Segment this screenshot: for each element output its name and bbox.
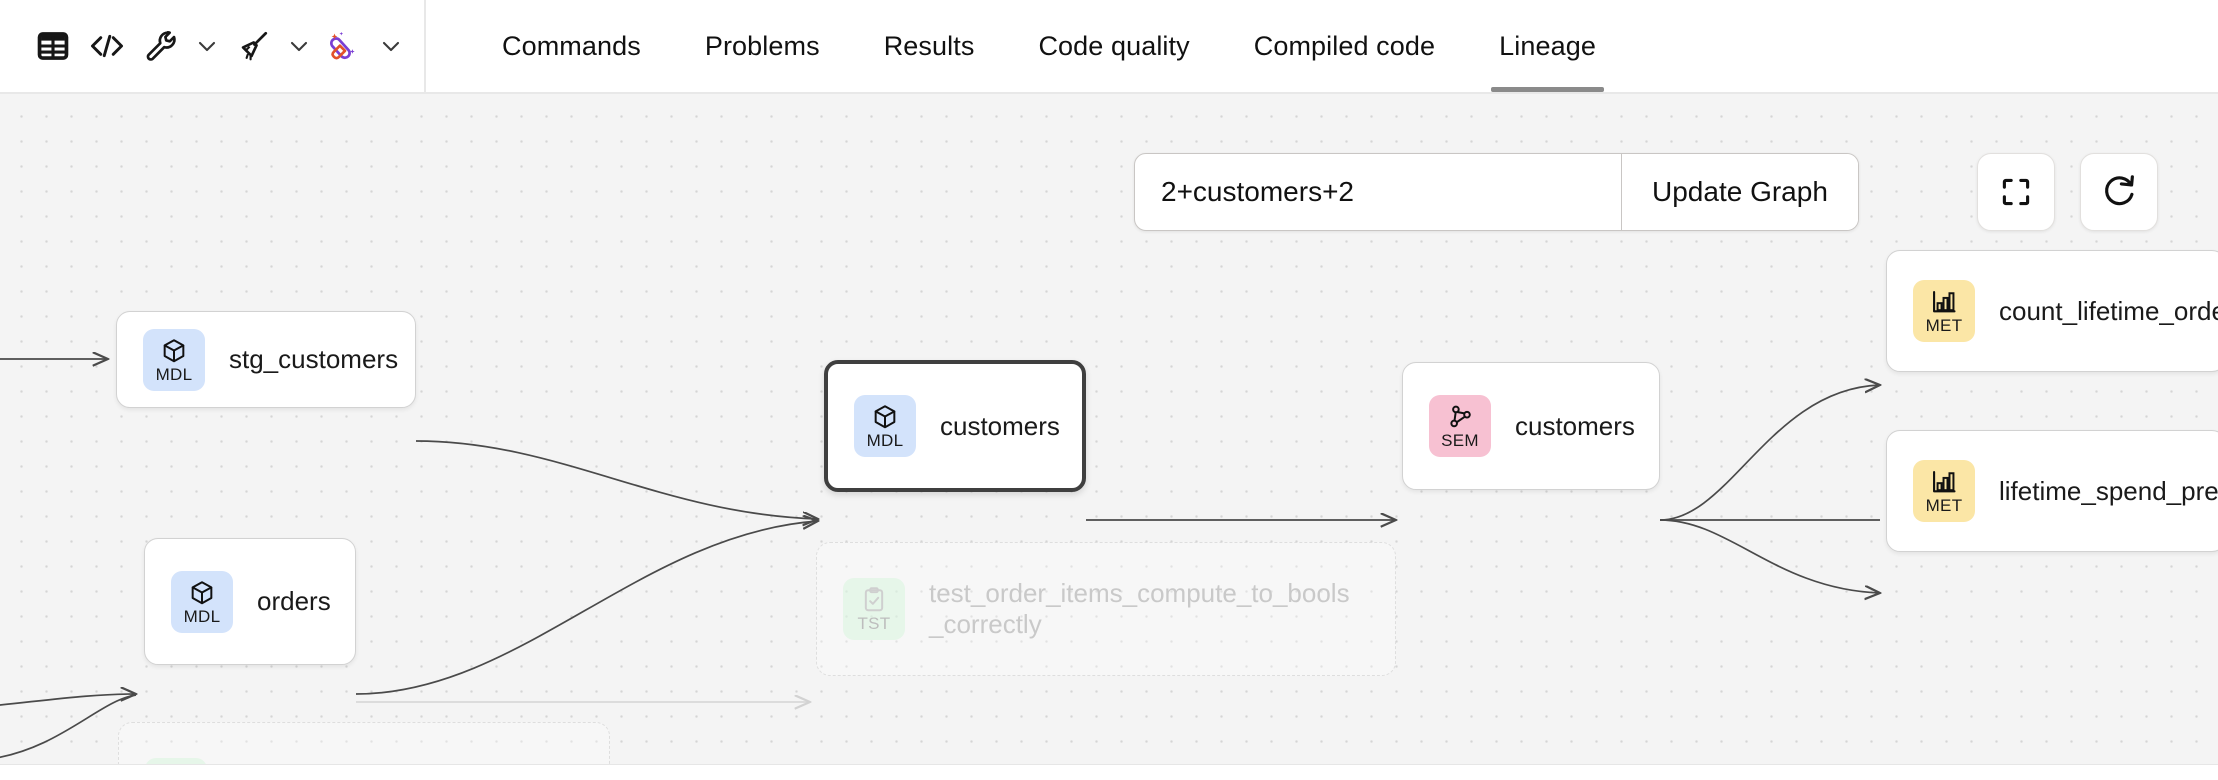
ai-assist-menu[interactable] [318, 19, 410, 73]
mdl-badge: MDL [854, 395, 916, 457]
lineage-node-customers-semantic[interactable]: SEM customers [1402, 362, 1660, 490]
tab-results[interactable]: Results [852, 0, 1007, 92]
mdl-badge: MDL [143, 328, 205, 391]
lineage-node-test-partial[interactable]: TST [118, 722, 610, 764]
chevron-down-icon[interactable] [372, 19, 410, 73]
top-toolbar: Commands Problems Results Code quality C… [0, 0, 2218, 94]
edge-stg-customers-to-customers [415, 440, 818, 519]
refresh-icon [2105, 175, 2134, 206]
badge-type-label: TST [857, 614, 891, 633]
tab-bar: Commands Problems Results Code quality C… [426, 0, 1628, 92]
magic-wand-icon[interactable] [318, 19, 372, 73]
met-badge: MET [1913, 280, 1975, 342]
lineage-node-stg-customers[interactable]: MDL stg_customers [116, 311, 416, 408]
badge-type-label: MET [1925, 496, 1963, 515]
tools-menu[interactable] [134, 19, 226, 73]
tab-commands[interactable]: Commands [470, 0, 673, 92]
tab-label: Problems [704, 30, 820, 61]
edge-sem-to-lifetime-spend [1659, 519, 1880, 593]
badge-type-label: SEM [1441, 431, 1479, 450]
code-icon[interactable] [80, 19, 134, 73]
node-label: customers [940, 410, 1060, 441]
tab-label: Code quality [1038, 30, 1190, 61]
edge-orders-to-customers [355, 521, 818, 695]
tab-compiled-code[interactable]: Compiled code [1222, 0, 1467, 92]
chevron-down-icon[interactable] [280, 19, 318, 73]
badge-type-label: MET [1925, 316, 1963, 335]
tab-problems[interactable]: Problems [673, 0, 852, 92]
node-label: stg_customers [229, 344, 399, 374]
lineage-node-lifetime-spend-pretax[interactable]: MET lifetime_spend_preta [1886, 430, 2218, 552]
update-graph-button[interactable]: Update Graph [1621, 154, 1858, 230]
graph-search-bar: Update Graph [1134, 153, 1859, 231]
badge-type-label: MDL [155, 364, 193, 384]
tab-label: Lineage [1499, 30, 1596, 61]
tst-badge: TST [843, 578, 905, 640]
lineage-node-test-order-items[interactable]: TST test_order_items_compute_to_bools _c… [816, 542, 1396, 676]
node-label: lifetime_spend_preta [1999, 475, 2218, 506]
tab-code-quality[interactable]: Code quality [1006, 0, 1221, 92]
lineage-node-orders[interactable]: MDL orders [144, 538, 356, 665]
tab-label: Compiled code [1253, 30, 1436, 61]
lineage-node-count-lifetime-orders[interactable]: MET count_lifetime_order [1886, 250, 2218, 372]
lineage-node-customers-model[interactable]: MDL customers [824, 360, 1086, 492]
badge-type-label: MDL [866, 431, 904, 450]
fit-view-icon [2002, 178, 2030, 206]
node-label: orders [257, 586, 331, 616]
edge-in-orders-b [0, 694, 137, 759]
met-badge: MET [1913, 460, 1975, 522]
broom-icon[interactable] [226, 19, 280, 73]
tab-label: Results [883, 30, 975, 61]
tst-badge: TST [145, 758, 207, 764]
graph-search-input[interactable] [1135, 154, 1621, 230]
node-label: customers [1515, 410, 1635, 441]
table-icon[interactable] [26, 19, 80, 73]
editor-tool-group [0, 0, 426, 92]
bottom-strip [0, 764, 2218, 780]
tab-label: Commands [502, 30, 641, 61]
tab-underline [1491, 87, 1604, 92]
node-label: count_lifetime_order [1999, 295, 2218, 326]
mdl-badge: MDL [171, 570, 233, 633]
chevron-down-icon[interactable] [188, 19, 226, 73]
refresh-button[interactable] [2080, 153, 2158, 231]
lineage-canvas[interactable]: MDL stg_customers MDL orders MDL custome… [0, 94, 2218, 764]
edge-sem-to-count-lifetime-orders [1659, 385, 1880, 521]
format-menu[interactable] [226, 19, 318, 73]
tab-lineage[interactable]: Lineage [1467, 0, 1628, 92]
node-label: test_order_items_compute_to_bools _corre… [929, 578, 1350, 639]
sem-badge: SEM [1429, 395, 1491, 457]
fit-view-button[interactable] [1977, 153, 2055, 231]
wrench-icon[interactable] [134, 19, 188, 73]
edge-in-orders-a [0, 694, 136, 706]
lineage-edges [0, 94, 2218, 759]
badge-type-label: MDL [183, 606, 221, 626]
